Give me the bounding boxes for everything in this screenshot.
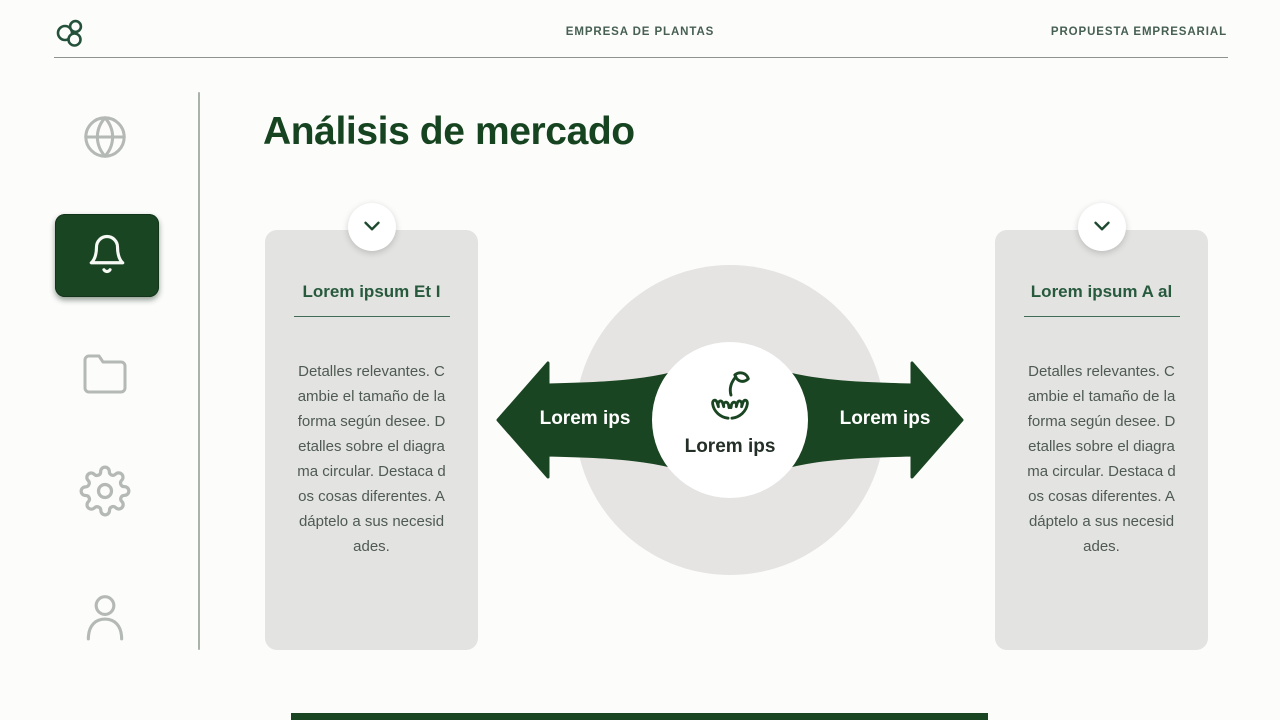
folder-icon — [79, 350, 131, 401]
diagram-center-circle: Lorem ips — [652, 342, 808, 498]
sidebar-item-settings[interactable] — [79, 465, 131, 520]
card-left-body: Detalles relevantes. C ambie el tamaño d… — [297, 363, 446, 555]
chevron-down-icon — [359, 213, 385, 242]
card-left-title: Lorem ipsum Et I — [302, 282, 441, 301]
user-icon — [82, 591, 128, 646]
sidebar-item-profile[interactable] — [82, 592, 128, 644]
brand-center-text: EMPRESA DE PLANTAS — [565, 26, 715, 38]
sidebar-divider — [198, 92, 200, 650]
card-right-title: Lorem ipsum A al — [1030, 282, 1173, 301]
sidebar-item-files[interactable] — [79, 350, 131, 400]
sidebar-item-globe[interactable] — [80, 113, 130, 163]
bell-icon — [86, 233, 128, 278]
footer-accent-bar — [291, 713, 988, 720]
page-title: Análisis de mercado — [263, 110, 635, 153]
card-right-collapse-button[interactable] — [1077, 203, 1126, 251]
three-circles-logo-icon[interactable] — [55, 17, 85, 49]
info-card-right: Lorem ipsum A al Detalles relevantes. C … — [995, 203, 1208, 650]
right-arrow-label: Lorem ips — [839, 408, 931, 429]
info-card-left: Lorem ipsum Et I Detalles relevantes. C … — [265, 203, 478, 650]
diagram-center-label: Lorem ips — [684, 436, 776, 457]
sidebar-item-notifications[interactable] — [55, 214, 159, 297]
brand-right-text: PROPUESTA EMPRESARIAL — [1050, 26, 1227, 38]
card-right-body: Detalles relevantes. C ambie el tamaño d… — [1027, 363, 1176, 555]
card-right-title-divider — [1023, 316, 1180, 317]
header-divider — [54, 57, 1228, 58]
globe-icon — [82, 114, 128, 163]
chevron-down-icon — [1089, 213, 1115, 242]
card-left-title-divider — [293, 316, 450, 317]
gear-icon — [79, 465, 131, 520]
card-left-collapse-button[interactable] — [347, 203, 396, 251]
left-arrow-label: Lorem ips — [539, 408, 631, 429]
hands-holding-plant-icon — [703, 370, 757, 429]
